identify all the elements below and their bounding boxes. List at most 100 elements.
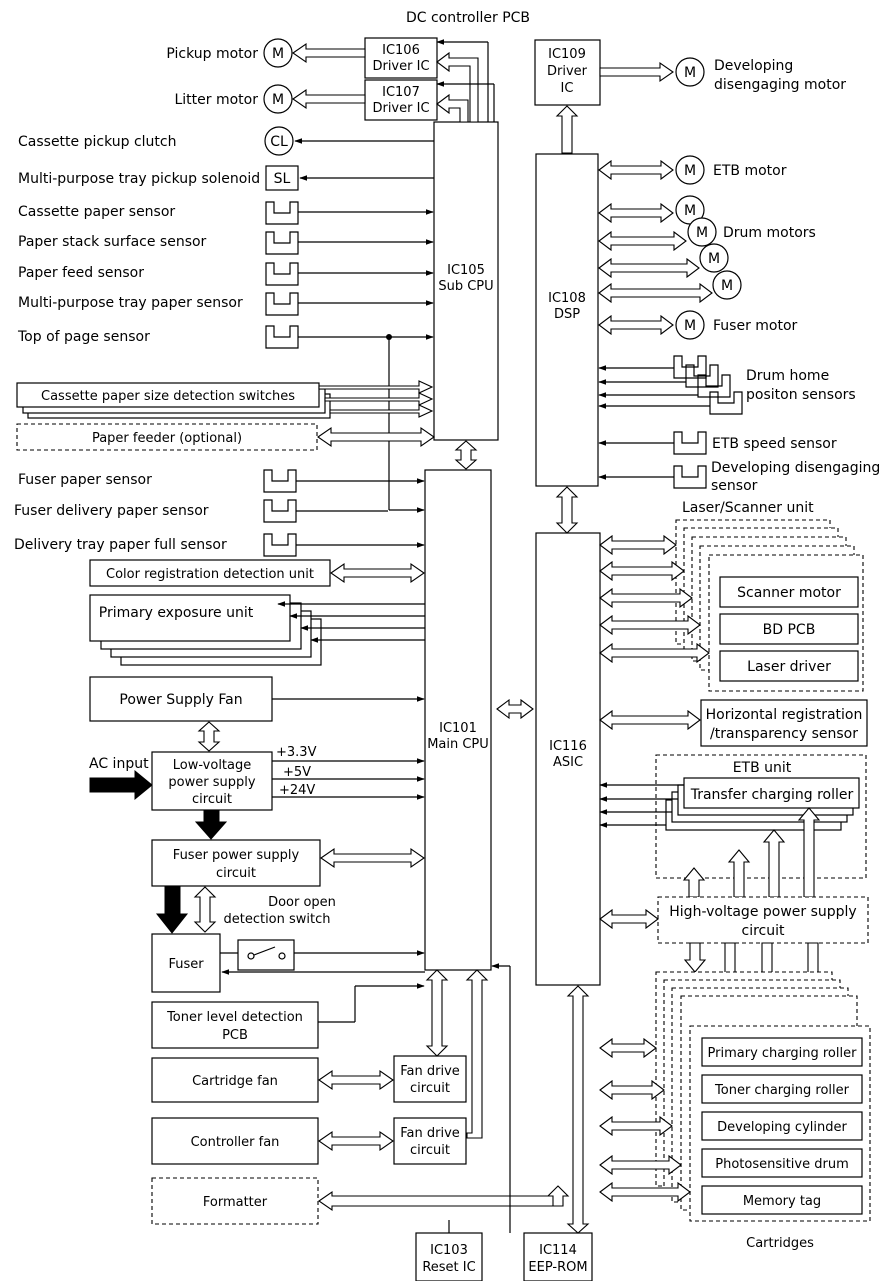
- photo-sensor-icon: [709, 391, 743, 415]
- mp-tray-paper-sensor-label: Multi-purpose tray paper sensor: [18, 295, 243, 311]
- paper-feeder-box: [16, 423, 318, 451]
- svg-text:M: M: [684, 203, 696, 219]
- ic105-ic101-arrow: [454, 440, 478, 470]
- ic105-name: Sub CPU: [438, 279, 493, 294]
- photo-sensor-icon: [685, 364, 719, 388]
- ic109-name2: IC: [561, 81, 574, 96]
- ic105-id: IC105: [447, 263, 485, 278]
- drum-motor-icon: M: [687, 217, 717, 247]
- hv-ps-label-2: circuit: [742, 923, 785, 939]
- fan-drive-box: [393, 1117, 467, 1165]
- fan-drive-label-2: circuit: [410, 1143, 450, 1158]
- formatter-label: Formatter: [203, 1195, 268, 1210]
- ic107-feed-arrow: [436, 93, 469, 123]
- drum-motors-label: Drum motors: [723, 225, 816, 241]
- horizontal-registration-label-1: Horizontal registration: [706, 707, 863, 723]
- fuser-motor-icon: M: [675, 310, 705, 340]
- ic116-asic: IC116 ASIC: [535, 532, 601, 986]
- ic109-id: IC109: [548, 47, 586, 62]
- developing-motor-label-2: disengaging motor: [714, 77, 846, 93]
- etb-speed-sensor-label: ETB speed sensor: [712, 436, 837, 452]
- scanner-motor-label: Scanner motor: [737, 585, 841, 601]
- photo-sensor-icon: [265, 262, 299, 286]
- etb-motor-icon: M: [675, 155, 705, 185]
- fuser-paper-sensor-label: Fuser paper sensor: [18, 472, 152, 488]
- toner-charging-roller-label: Toner charging roller: [714, 1083, 850, 1098]
- color-registration-box: [89, 559, 331, 587]
- ic109-motor-arrow: [599, 61, 674, 83]
- etb-unit-label: ETB unit: [733, 760, 792, 776]
- svg-text:M: M: [684, 163, 696, 179]
- fuser-ps-box: [151, 839, 321, 887]
- ic103-id: IC103: [430, 1243, 468, 1258]
- etb-motor-label: ETB motor: [713, 163, 787, 179]
- lv-fuserps-arrow: [194, 810, 228, 840]
- toner-level-box: [151, 1001, 319, 1049]
- ic108-ic116-arrow: [555, 486, 579, 534]
- laser-scanner-unit: [675, 519, 864, 692]
- mp-tray-solenoid-label: Multi-purpose tray pickup solenoid: [18, 171, 260, 187]
- cartridge-fan-label: Cartridge fan: [192, 1074, 278, 1089]
- door-switch-label-1: Door open: [268, 895, 336, 910]
- formatter-box: [151, 1177, 319, 1225]
- door-switch-label-2: detection switch: [223, 912, 330, 927]
- photosensitive-drum-label: Photosensitive drum: [715, 1157, 849, 1172]
- ac-input-arrow: [89, 769, 153, 801]
- ic109-name1: Driver: [547, 64, 588, 79]
- svg-text:CL: CL: [270, 134, 288, 150]
- fan-drive-label-1: Fan drive: [400, 1126, 460, 1141]
- cartridges-group: [655, 971, 871, 1222]
- solenoid-icon: SL: [265, 165, 299, 191]
- fuserps-fuser-hol: [193, 886, 217, 933]
- power-supply-fan-box: [89, 676, 273, 722]
- ic114-arrow: [566, 985, 590, 1234]
- photo-sensor-icon: [265, 325, 299, 349]
- voltage-5-label: +5V: [283, 765, 311, 780]
- ic109-driver: IC109 Driver IC: [534, 39, 601, 106]
- ic106-feed-arrow: [436, 51, 479, 123]
- fuser-box: [151, 933, 221, 993]
- drum-motor-icon: M: [675, 195, 705, 225]
- photo-sensor-icon: [265, 231, 299, 255]
- svg-text:M: M: [684, 318, 696, 334]
- fan-lv-arrow: [197, 721, 221, 752]
- power-supply-fan-label: Power Supply Fan: [119, 692, 242, 708]
- litter-motor-icon: M: [263, 84, 293, 114]
- photo-sensor-icon: [265, 201, 299, 225]
- ic101-ic116-arrow: [496, 698, 534, 720]
- clutch-icon: CL: [264, 126, 294, 156]
- developing-cylinder-label: Developing cylinder: [717, 1120, 847, 1135]
- cassette-pickup-clutch-label: Cassette pickup clutch: [18, 134, 176, 150]
- fuser-motor-label: Fuser motor: [713, 318, 798, 334]
- ic108-id: IC108: [548, 291, 586, 306]
- photo-sensor-icon: [673, 465, 707, 489]
- transfer-rollers: [665, 777, 860, 831]
- pickup-motor-icon: M: [263, 38, 293, 68]
- fuser-label: Fuser: [168, 957, 204, 972]
- ic108-dsp: IC108 DSP: [535, 153, 599, 487]
- ic107-driver: IC107 Driver IC: [364, 79, 438, 121]
- paper-feeder-arrow: [317, 426, 435, 448]
- low-voltage-label-3: circuit: [192, 792, 232, 807]
- top-of-page-sensor-label: Top of page sensor: [17, 329, 150, 345]
- cassette-size-switches-label: Cassette paper size detection switches: [41, 389, 295, 404]
- paper-feeder-label: Paper feeder (optional): [92, 431, 242, 446]
- hv-ps-box: [657, 896, 869, 944]
- ic116-id: IC116: [549, 739, 587, 754]
- photo-sensor-icon: [265, 292, 299, 316]
- ic107-id: IC107: [382, 85, 420, 100]
- ic106-name: Driver IC: [372, 59, 429, 74]
- primary-exposure-unit: Primary exposure unit: [89, 594, 322, 666]
- fuser-delivery-sensor-label: Fuser delivery paper sensor: [14, 503, 209, 519]
- delivery-tray-full-sensor-label: Delivery tray paper full sensor: [14, 537, 227, 553]
- hv-ps-label-1: High-voltage power supply: [669, 904, 856, 920]
- paper-feed-sensor-label: Paper feed sensor: [18, 265, 144, 281]
- paper-stack-surface-sensor-label: Paper stack surface sensor: [18, 234, 207, 250]
- low-voltage-label-2: power supply: [168, 775, 255, 790]
- svg-text:M: M: [708, 251, 720, 267]
- pickup-motor-label: Pickup motor: [166, 46, 258, 62]
- drum-motor-icon: M: [712, 270, 742, 300]
- horizontal-registration-box: [700, 699, 868, 747]
- ic105-sub-cpu: IC105 Sub CPU: [433, 121, 499, 441]
- ic103-reset: IC103 Reset IC: [415, 1232, 483, 1281]
